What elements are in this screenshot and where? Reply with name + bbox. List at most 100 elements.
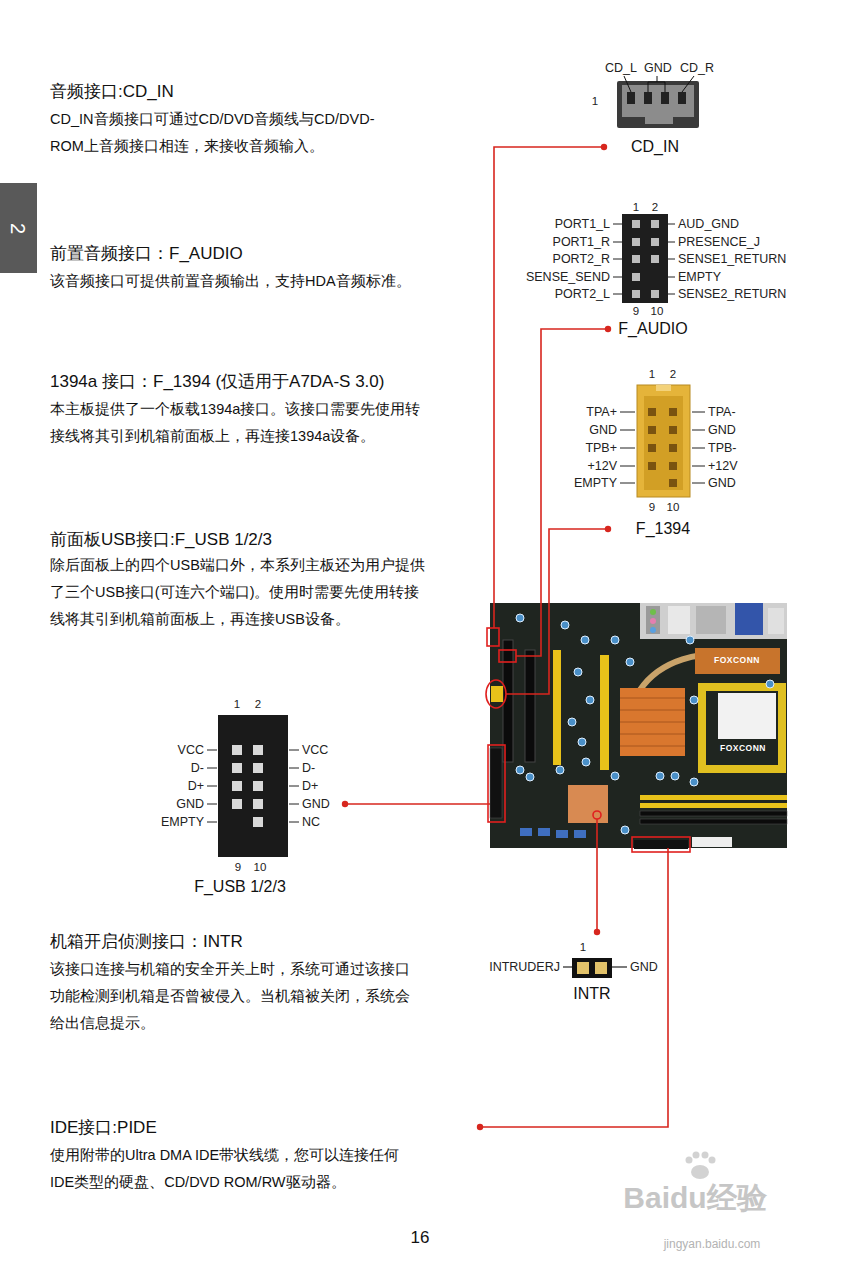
motherboard-photo (718, 693, 776, 739)
pin-dash (613, 277, 622, 278)
motherboard-photo (568, 785, 608, 823)
watermark-paw (686, 1157, 693, 1164)
section-body: 本主板提供了一个板载1394a接口。该接口需要先使用转 接线将其引到机箱前面板上… (50, 396, 475, 450)
section-heading: 机箱开启侦测接口：INTR (50, 932, 243, 952)
pin-name: INTRUDERJ (489, 960, 560, 974)
intr-header (577, 962, 589, 974)
f-1394-header (669, 462, 677, 470)
motherboard-photo (516, 614, 524, 622)
pin-name: AUD_GND (678, 217, 739, 231)
pin-number: 1 (649, 368, 655, 381)
motherboard-photo (556, 766, 564, 774)
motherboard-photo (487, 628, 499, 646)
pin-name: D+ (302, 779, 318, 793)
pin-dash (668, 294, 675, 295)
motherboard-photo (596, 819, 598, 848)
pin-leader (648, 82, 665, 92)
section-body: CD_IN音频接口可通过CD/DVD音频线与CD/DVD- ROM上音频接口相连… (50, 106, 475, 160)
leader-line (494, 144, 607, 603)
pin-number: 9 (633, 305, 639, 318)
pin-dash (207, 750, 217, 751)
motherboard: FOXCONNFOXCONN (490, 603, 787, 848)
pin-name: VCC (302, 743, 328, 757)
pin-dash (668, 259, 675, 260)
pin-dash (620, 466, 635, 467)
pin-name: CD_R (680, 61, 714, 75)
motherboard-photo (686, 636, 694, 644)
motherboard-photo (696, 606, 726, 634)
motherboard-photo (516, 614, 774, 834)
motherboard-photo (586, 696, 594, 704)
pin-dash (620, 483, 635, 484)
pin-number: 9 (649, 501, 655, 514)
pin-name: GND (644, 61, 672, 75)
motherboard-photo (690, 778, 698, 786)
f-audio-header (632, 273, 640, 281)
pin-name: D+ (188, 779, 204, 793)
pin-name: NC (302, 815, 320, 829)
pin-dash (620, 412, 705, 483)
f-1394-header (648, 444, 656, 452)
motherboard-photo (568, 718, 576, 726)
chapter-number: 2 (7, 222, 30, 233)
motherboard-photo (621, 826, 629, 834)
leader-dot (594, 929, 600, 935)
pin-name: EMPTY (678, 270, 721, 284)
motherboard-photo (582, 758, 590, 766)
pin-dash (613, 259, 622, 260)
pin-dash (613, 242, 622, 243)
intr-header (572, 958, 612, 978)
motherboard-photo (506, 603, 549, 694)
pin-dash (207, 786, 217, 787)
pin-dash (207, 822, 217, 823)
motherboard-photo (668, 606, 690, 634)
f-1394-header (669, 444, 677, 452)
motherboard-photo (490, 748, 502, 818)
pin-dash (613, 224, 622, 225)
f-usb-header (232, 781, 242, 791)
pin-name: PRESENCE_J (678, 235, 760, 249)
f-audio-header (632, 220, 640, 228)
f-audio-header (632, 290, 640, 298)
leader-line (477, 848, 668, 1130)
motherboard-photo (516, 766, 524, 774)
leader-line (596, 848, 598, 932)
cd-in-connector (661, 92, 669, 104)
pin-number: 1 (580, 941, 586, 954)
pin-name: TPB- (708, 441, 736, 455)
pin-number: 9 (235, 861, 241, 874)
pin-name: GND (176, 797, 204, 811)
pin-name: D- (191, 761, 204, 775)
pin-dash (207, 750, 299, 822)
pin-dash (289, 822, 299, 823)
pin-dash (612, 966, 627, 967)
watermark-paw (702, 1152, 709, 1159)
motherboard-photo (702, 687, 782, 769)
motherboard-photo (516, 603, 541, 656)
watermark-url: jingyan.baidu.com (664, 1238, 761, 1252)
page-number: 16 (411, 1228, 430, 1248)
pin-number: 10 (254, 861, 267, 874)
motherboard-photo (695, 648, 780, 674)
motherboard-photo (600, 655, 609, 770)
f-audio-header (651, 290, 659, 298)
pin-name: GND (708, 476, 736, 490)
motherboard-photo (640, 803, 787, 808)
pin-dash (289, 804, 299, 805)
leader-line (594, 848, 600, 935)
leader-line (345, 803, 490, 805)
f-1394-header (637, 385, 690, 497)
motherboard-photo (491, 686, 503, 702)
motherboard-photo (656, 772, 664, 780)
f-1394-header (669, 426, 677, 434)
pin-dash (668, 242, 675, 243)
motherboard-photo (574, 830, 586, 838)
motherboard-photo (620, 722, 685, 723)
pin-dash (692, 448, 705, 449)
motherboard-photo (620, 734, 685, 735)
section-body: 除后面板上的四个USB端口外，本系列主板还为用户提供 了三个USB接口(可连六个… (50, 552, 475, 633)
brand-mark: FOXCONN (714, 656, 760, 666)
